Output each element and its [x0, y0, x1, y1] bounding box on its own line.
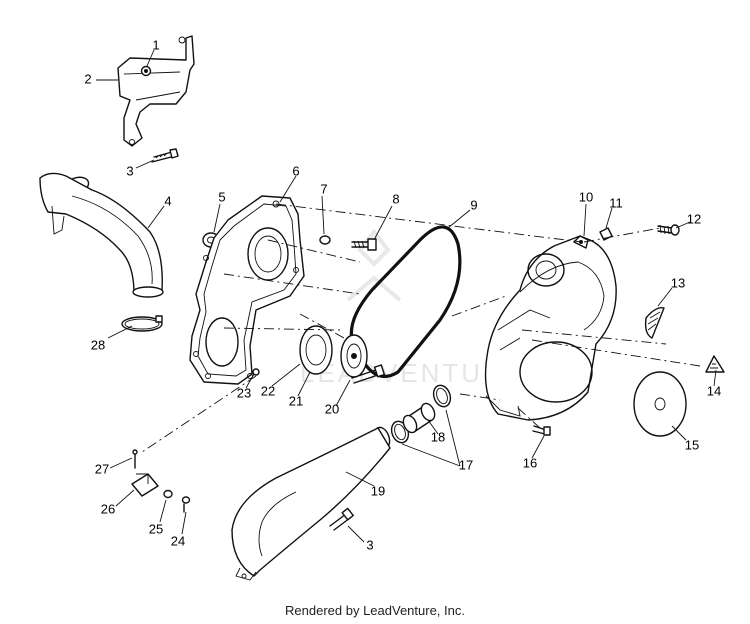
bracket-part [117, 35, 195, 147]
washer-part-23 [252, 368, 260, 376]
outer-cover-part [484, 235, 617, 421]
leader-lines [96, 49, 717, 543]
callout-8: 8 [392, 191, 399, 206]
callout-4: 4 [164, 193, 171, 208]
exhaust-duct-part [231, 426, 391, 581]
callout-15: 15 [685, 437, 699, 452]
callout-13: 13 [671, 275, 685, 290]
bolt-part-upper [151, 148, 179, 163]
callout-25: 25 [149, 521, 163, 536]
seal-part-22 [299, 325, 333, 375]
callout-28: 28 [91, 337, 105, 352]
bolt-part-20 [351, 364, 386, 384]
callout-27: 27 [95, 461, 109, 476]
callout-18: 18 [431, 429, 445, 444]
callout-5: 5 [218, 189, 225, 204]
callout-3: 3 [126, 163, 133, 178]
callout-22: 22 [261, 383, 275, 398]
callout-labels: 1 2 3 4 5 6 7 8 9 10 11 12 13 14 15 16 1… [84, 37, 721, 552]
callout-16: 16 [523, 455, 537, 470]
callout-23: 23 [237, 385, 251, 400]
callout-3-lower: 3 [366, 537, 373, 552]
footer-credit: Rendered by LeadVenture, Inc. [285, 603, 465, 618]
callout-24: 24 [171, 533, 185, 548]
callout-26: 26 [101, 501, 115, 516]
screw-part-12 [657, 224, 680, 236]
callout-1: 1 [152, 37, 159, 52]
callout-10: 10 [579, 189, 593, 204]
decal-part-14 [705, 355, 725, 373]
washer-part-7 [319, 235, 331, 245]
bushing-part-18 [402, 402, 436, 434]
inner-cover-part [189, 195, 305, 385]
clip-part-26 [131, 473, 159, 497]
rivet-part-27 [132, 449, 138, 469]
assembly-lines [141, 203, 701, 453]
callout-7: 7 [320, 181, 327, 196]
bolt-part-lower [329, 507, 354, 531]
washer-part-25 [163, 489, 173, 499]
callout-6: 6 [292, 163, 299, 178]
callout-14: 14 [707, 383, 721, 398]
callout-19: 19 [371, 483, 385, 498]
intake-duct-part [39, 172, 164, 298]
callout-20: 20 [325, 401, 339, 416]
callout-17: 17 [459, 457, 473, 472]
bolt-part-8 [351, 238, 377, 251]
decal-part-13 [644, 307, 665, 339]
screw-part-16 [532, 425, 551, 436]
plate-part-15 [633, 371, 687, 437]
callout-21: 21 [289, 393, 303, 408]
hose-clamp-part [121, 315, 163, 332]
callout-11: 11 [609, 195, 623, 210]
drive-belt-part [349, 225, 462, 378]
nut-part [140, 65, 152, 77]
callout-9: 9 [470, 197, 477, 212]
callout-12: 12 [687, 211, 701, 226]
screw-part-24 [181, 496, 191, 513]
callout-2: 2 [84, 71, 91, 86]
pulley-part-21 [340, 334, 368, 378]
